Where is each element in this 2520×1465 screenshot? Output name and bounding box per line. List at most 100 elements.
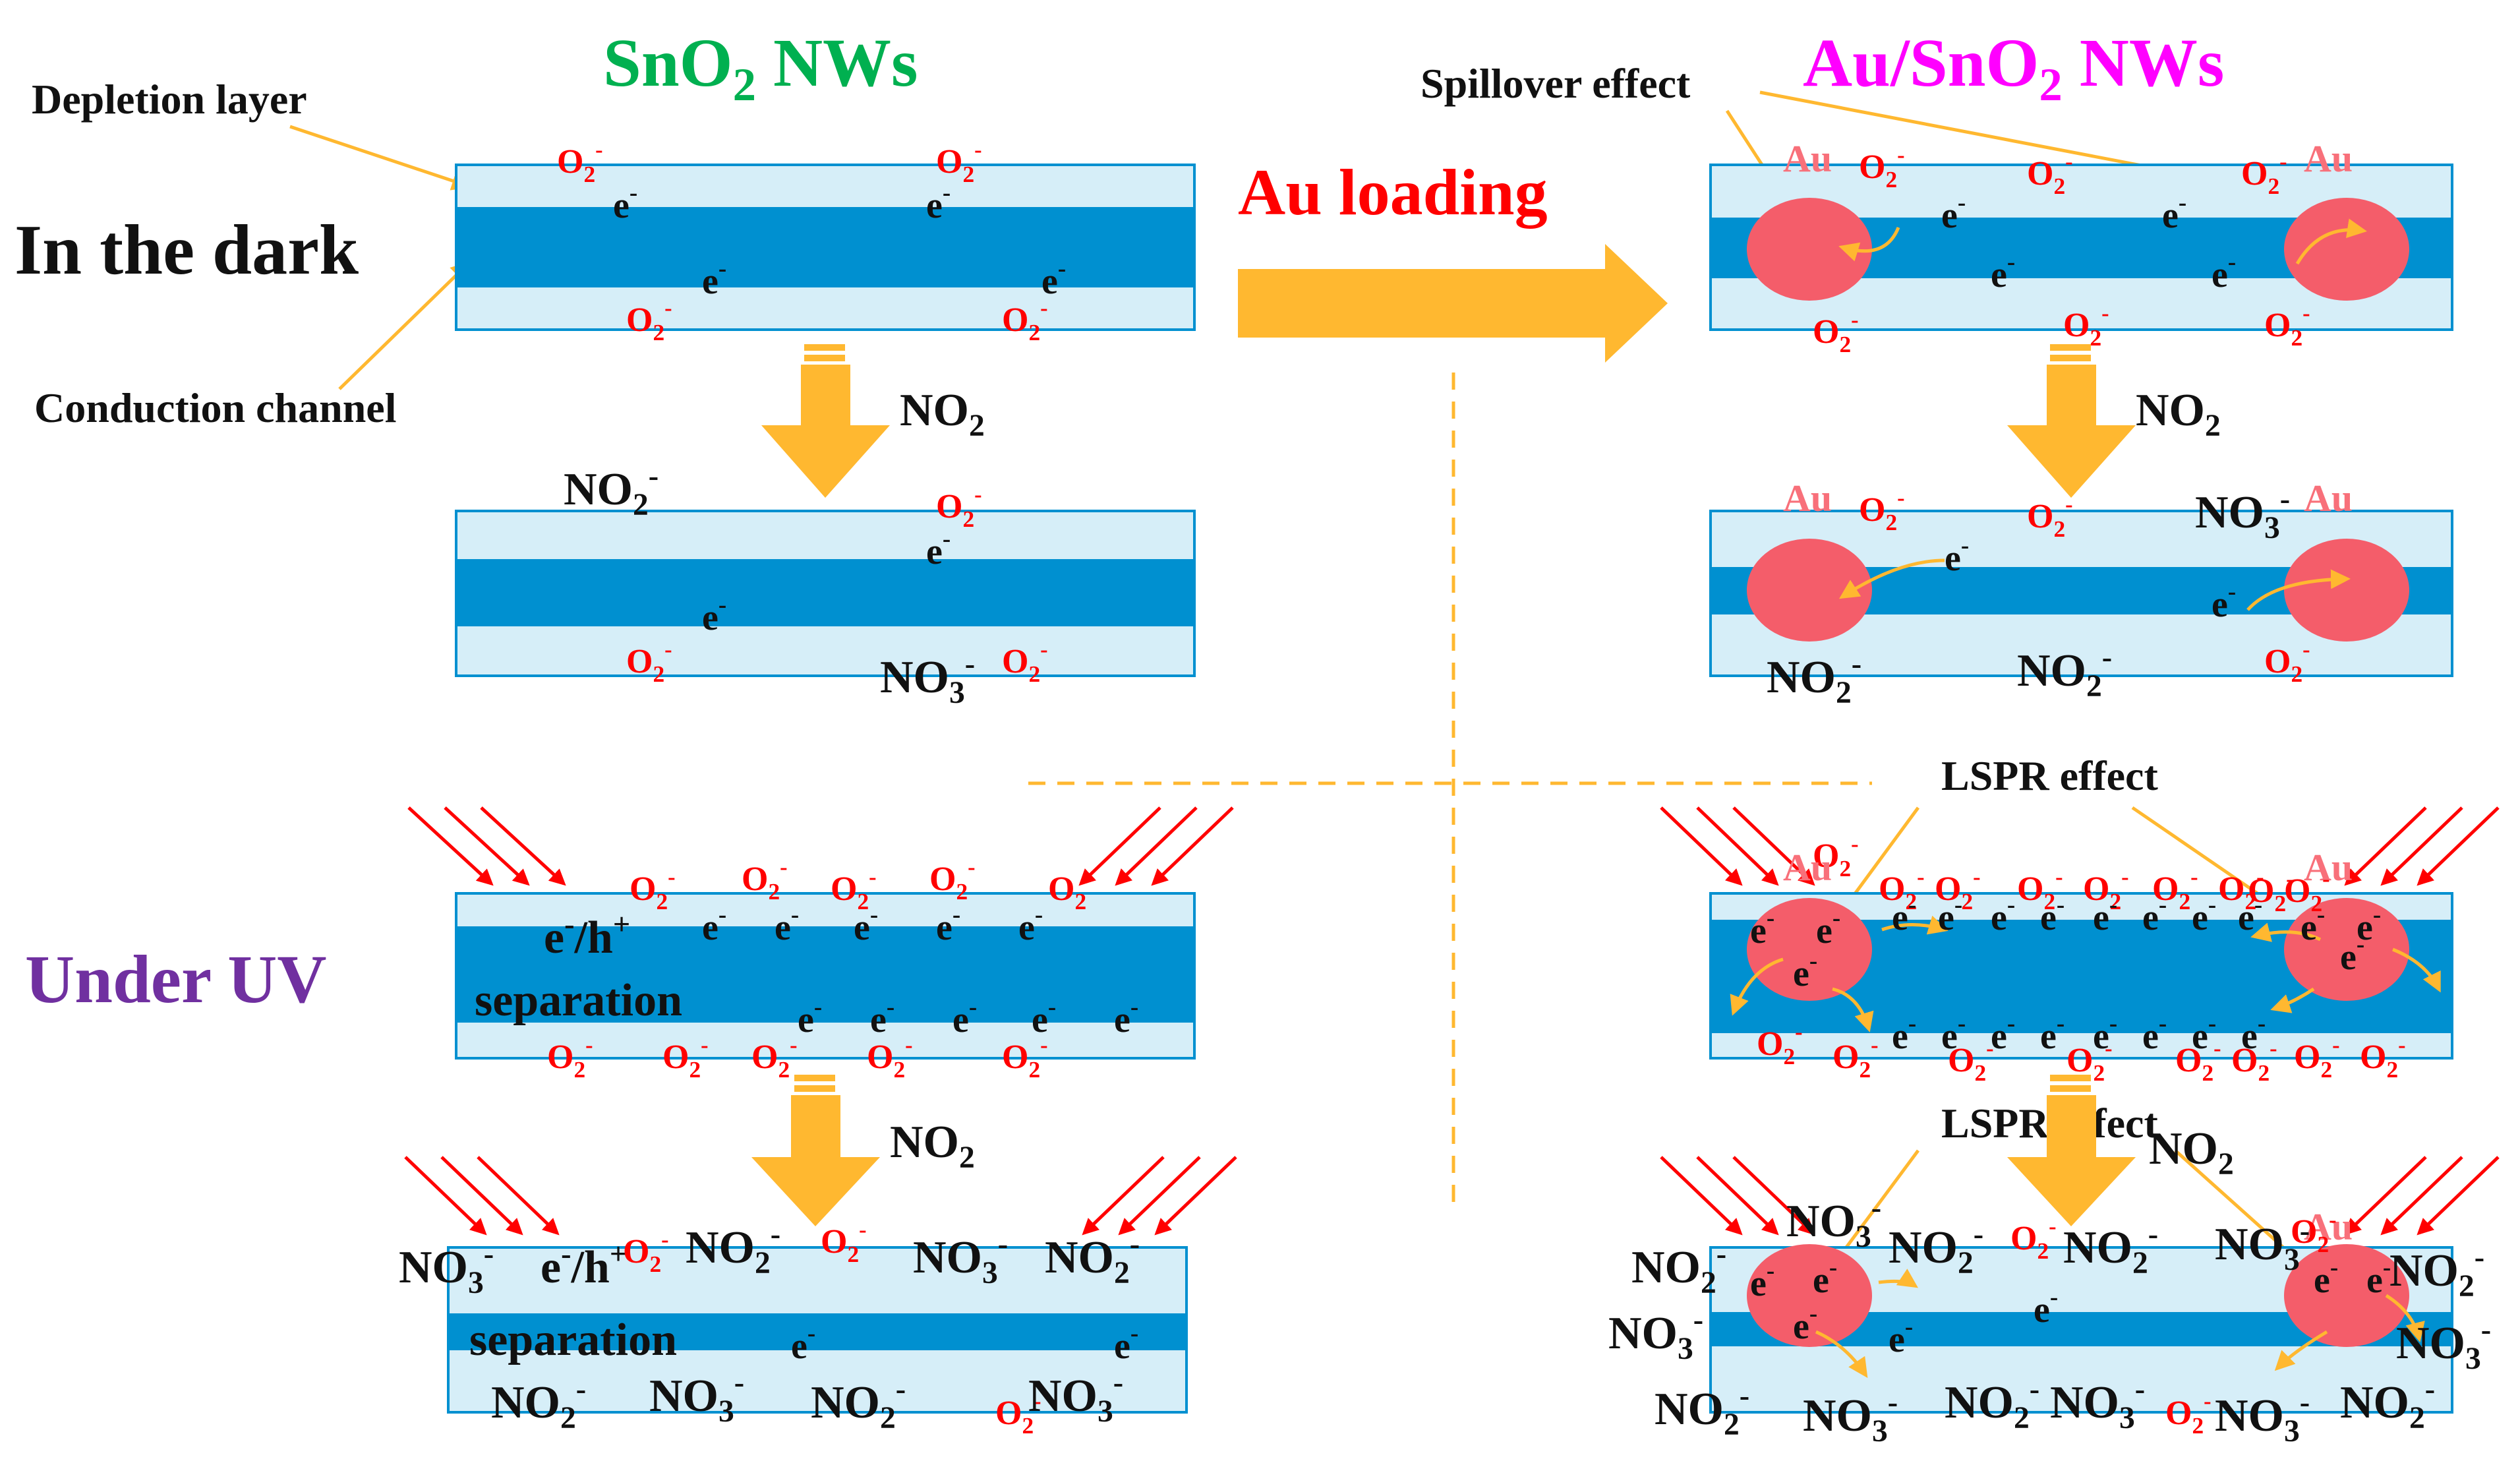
- o2-minus-label: O2-: [1832, 1032, 1879, 1083]
- no3-minus-label: NO3-: [2195, 482, 2290, 545]
- o2-minus-label: O2-: [626, 295, 672, 345]
- electron-transfer-arrow: [1881, 915, 1949, 935]
- no2-label: NO2: [2149, 1123, 2234, 1181]
- no2-minus-label: NO2-: [2389, 1240, 2484, 1303]
- no2-arrow-right-bottom: [2007, 1075, 2136, 1226]
- nanowire-left-4: [447, 1246, 1188, 1414]
- electron-label: e-: [926, 179, 951, 226]
- o2-minus-label: O2-: [2264, 301, 2310, 351]
- separation-label: separation: [475, 975, 682, 1026]
- uv-rays-left-4: [404, 1156, 560, 1236]
- electron-label: e-: [1892, 891, 1916, 938]
- label-depletion-layer: Depletion layer: [32, 76, 307, 123]
- o2-minus-label: O2-: [742, 854, 788, 905]
- electron-hole-label: e-/h+: [541, 1237, 627, 1293]
- electron-label: e-: [1941, 189, 1966, 236]
- electron-label: e-: [1945, 531, 1969, 579]
- au-loading-arrow: [1238, 244, 1668, 363]
- o2-minus-label: O2-: [1935, 864, 1981, 914]
- electron-label: e-: [1991, 891, 2015, 938]
- electron-transfer-arrow: [2246, 569, 2351, 611]
- nanowire-left-3: [455, 892, 1196, 1060]
- no2-minus-label: NO2-: [686, 1217, 780, 1280]
- o2-minus-label: O2-: [557, 137, 603, 187]
- au-label: Au: [2304, 846, 2353, 889]
- electron-label: e-: [2192, 891, 2216, 938]
- electron-transfer-arrow: [1878, 1269, 1918, 1288]
- o2-minus-label: O2-: [1948, 1036, 1994, 1086]
- electron-label: e-: [926, 525, 951, 572]
- no2-minus-label: NO2-: [2063, 1217, 2158, 1280]
- electron-label: e-: [2340, 930, 2364, 978]
- electron-label: e-: [2142, 891, 2167, 938]
- electron-label: e-: [2300, 901, 2325, 948]
- o2-minus-label: O2-: [831, 864, 877, 914]
- uv-rays-right-3: [1078, 806, 1234, 886]
- electron-transfer-arrow: [1838, 227, 1900, 262]
- electron-label: e-: [2314, 1253, 2338, 1301]
- electron-label: e-: [1889, 1313, 1913, 1360]
- o2-minus-label: O2-: [2264, 637, 2310, 687]
- electron-label: e-: [2162, 189, 2186, 236]
- no3-minus-label: NO3-: [913, 1227, 1008, 1290]
- no3-minus-label: NO3-: [1608, 1303, 1703, 1366]
- label-under-uv: Under UV: [25, 942, 326, 1017]
- no2-arrow-left-bottom: [751, 1075, 880, 1226]
- uv-rays-au-left-3: [1660, 806, 1815, 886]
- electron-label: e-: [936, 901, 960, 948]
- uv-rays-au-right-4: [2344, 1156, 2500, 1236]
- depletion-leader-arrow: [289, 125, 472, 191]
- o2-minus-label: O2-: [2010, 1214, 2057, 1264]
- electron-label: e-: [1793, 947, 1817, 994]
- left-title: SnO2 NWs: [603, 25, 918, 111]
- o2-minus-label: O2-: [2248, 866, 2294, 916]
- no3-minus-label: NO3-: [1803, 1385, 1898, 1449]
- label-au-loading: Au loading: [1238, 156, 1548, 229]
- no3-minus-label: NO3-: [880, 647, 975, 710]
- o2-minus-label: O2-: [1757, 1019, 1803, 1069]
- electron-label: e-: [613, 179, 637, 226]
- no2-minus-label: NO2-: [491, 1372, 586, 1435]
- electron-label: e-: [1816, 904, 1840, 951]
- electron-label: e-: [2040, 1009, 2065, 1057]
- electron-label: e-: [1991, 248, 2015, 295]
- label-in-the-dark: In the dark: [15, 211, 359, 289]
- label-spillover-effect: Spillover effect: [1421, 60, 1691, 107]
- electron-label: e-: [1991, 1009, 2015, 1057]
- o2-minus-label: O2-: [2027, 149, 2073, 199]
- o2-minus-label: O2-: [1859, 142, 1905, 193]
- no2-minus-label: NO2-: [1767, 647, 1861, 710]
- electron-label: e-: [2142, 1009, 2167, 1057]
- electron-label: e-: [1793, 1300, 1817, 1347]
- no2-label: NO2: [890, 1117, 975, 1175]
- o2-minus-label: O2-: [2066, 1036, 2113, 1086]
- o2-minus-label: O2-: [2241, 149, 2287, 199]
- electron-label: e-: [2093, 1009, 2117, 1057]
- separation-label: separation: [469, 1315, 677, 1365]
- electron-transfer-arrow: [2270, 987, 2315, 1013]
- o2-minus-label: O2-: [626, 637, 672, 687]
- uv-rays-au-left-4: [1660, 1156, 1815, 1236]
- species-labels: O2-O2-e-e-e-e-O2-O2-NO2NO2-O2-e-e-O2-NO3…: [399, 137, 2491, 1449]
- o2-minus-label: O2-: [630, 864, 676, 914]
- au-particle: [2284, 539, 2409, 642]
- electron-label: e-: [1892, 1009, 1916, 1057]
- o2-minus-label: O2-: [995, 1389, 1041, 1439]
- au-particle: [2284, 1244, 2409, 1347]
- nanowire-left-1: [455, 164, 1196, 331]
- au-label: Au: [2304, 1205, 2353, 1248]
- no3-minus-label: NO3-: [2396, 1313, 2491, 1376]
- electron-label: e-: [1941, 1009, 1966, 1057]
- au-particle: [1747, 1244, 1872, 1347]
- electron-transfer-arrow: [2392, 947, 2441, 993]
- electron-label: e-: [798, 993, 822, 1040]
- electron-transfer-arrow: [1815, 1330, 1868, 1378]
- electron-label: e-: [2238, 891, 2262, 938]
- electron-transfer-arrow: [1838, 558, 1945, 599]
- o2-minus-label: O2-: [867, 1032, 913, 1083]
- o2-minus-label: O2-: [2063, 301, 2109, 351]
- electron-label: e-: [952, 993, 977, 1040]
- electron-label: e-: [1032, 993, 1056, 1040]
